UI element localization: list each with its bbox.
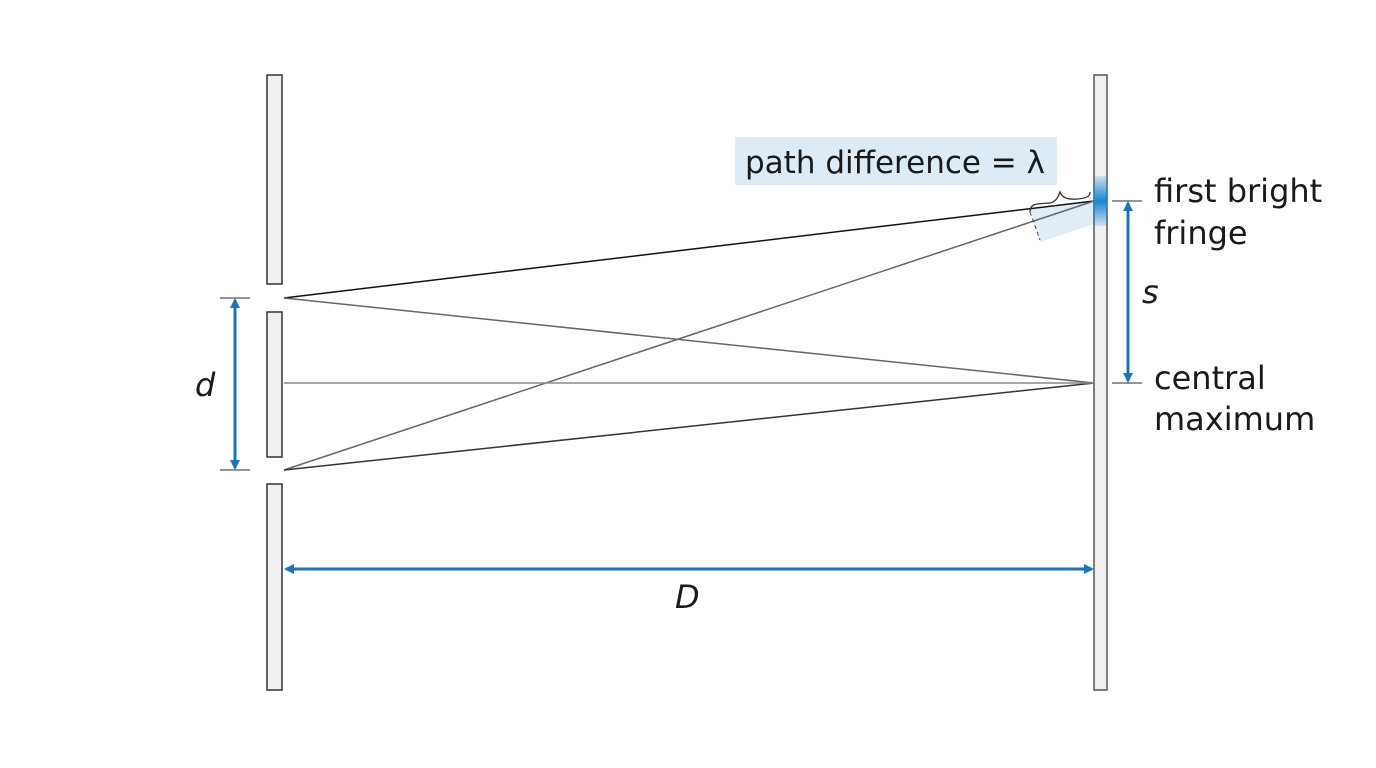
ray-top-slit-to-fringe — [283, 200, 1095, 299]
barrier-middle — [266, 311, 283, 458]
ray-bottom-slit-to-center — [283, 382, 1095, 471]
s-label: s — [1142, 273, 1159, 311]
first-bright-fringe-mark — [1094, 176, 1107, 226]
ray-top-slit-to-center — [283, 297, 1095, 384]
d-label: d — [195, 366, 216, 404]
first-bright-fringe-label-line2: fringe — [1154, 214, 1248, 252]
first-bright-fringe-label-line1: first bright — [1154, 172, 1322, 210]
path-difference-label-box — [735, 137, 1057, 185]
central-maximum-label-line2: maximum — [1154, 400, 1315, 438]
path-difference-wedge — [1030, 202, 1094, 242]
path-difference-dashed-edge — [1029, 211, 1041, 241]
central-maximum-label-line1: central — [1154, 359, 1266, 397]
D-label: D — [675, 578, 700, 616]
screen — [1093, 74, 1108, 691]
ray-bottom-slit-to-fringe — [283, 200, 1095, 471]
barrier-top — [266, 74, 283, 285]
path-difference-label: path difference = λ — [745, 145, 1045, 181]
barrier-bottom — [266, 483, 283, 691]
path-difference-brace — [1029, 190, 1091, 213]
